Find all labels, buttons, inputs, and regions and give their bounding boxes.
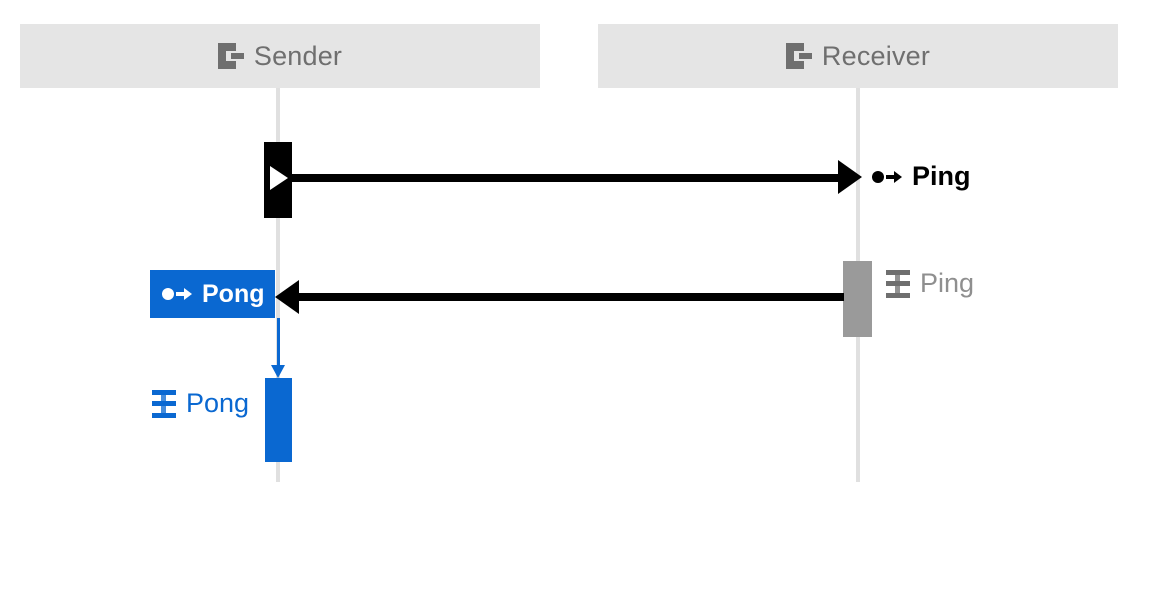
execution-label-pong[interactable]: Pong xyxy=(152,388,249,419)
arrowhead-right-icon xyxy=(838,160,862,194)
arrowhead-left-icon xyxy=(275,280,299,314)
play-triangle-icon xyxy=(270,166,288,190)
participant-header-receiver[interactable]: Receiver xyxy=(598,24,1118,88)
message-label-text: Pong xyxy=(202,279,265,308)
message-sent-icon xyxy=(872,167,902,187)
message-label-text: Ping xyxy=(912,161,971,191)
return-arrow-line xyxy=(277,318,280,368)
participant-label-sender: Sender xyxy=(253,40,343,71)
participant-label-receiver: Receiver xyxy=(821,40,931,71)
execution-label-text: Ping xyxy=(920,268,975,298)
participant-icon xyxy=(217,43,244,69)
message-arrow-pong[interactable] xyxy=(296,293,844,301)
execution-label-text: Pong xyxy=(186,388,250,418)
participant-header-sender[interactable]: Sender xyxy=(20,24,540,88)
execution-label-ping[interactable]: Ping xyxy=(886,268,974,299)
message-label-pong-sent[interactable]: Pong xyxy=(150,270,275,318)
message-label-ping-sent[interactable]: Ping xyxy=(872,161,971,192)
execution-icon xyxy=(886,269,910,298)
execution-icon xyxy=(152,389,176,418)
arrowhead-down-icon xyxy=(271,365,285,378)
activation-bar-receiver-ping[interactable] xyxy=(843,261,872,337)
participant-icon xyxy=(785,43,812,69)
message-sent-icon xyxy=(162,284,192,304)
message-arrow-ping[interactable] xyxy=(292,174,842,182)
activation-bar-sender-pong[interactable] xyxy=(265,378,292,462)
